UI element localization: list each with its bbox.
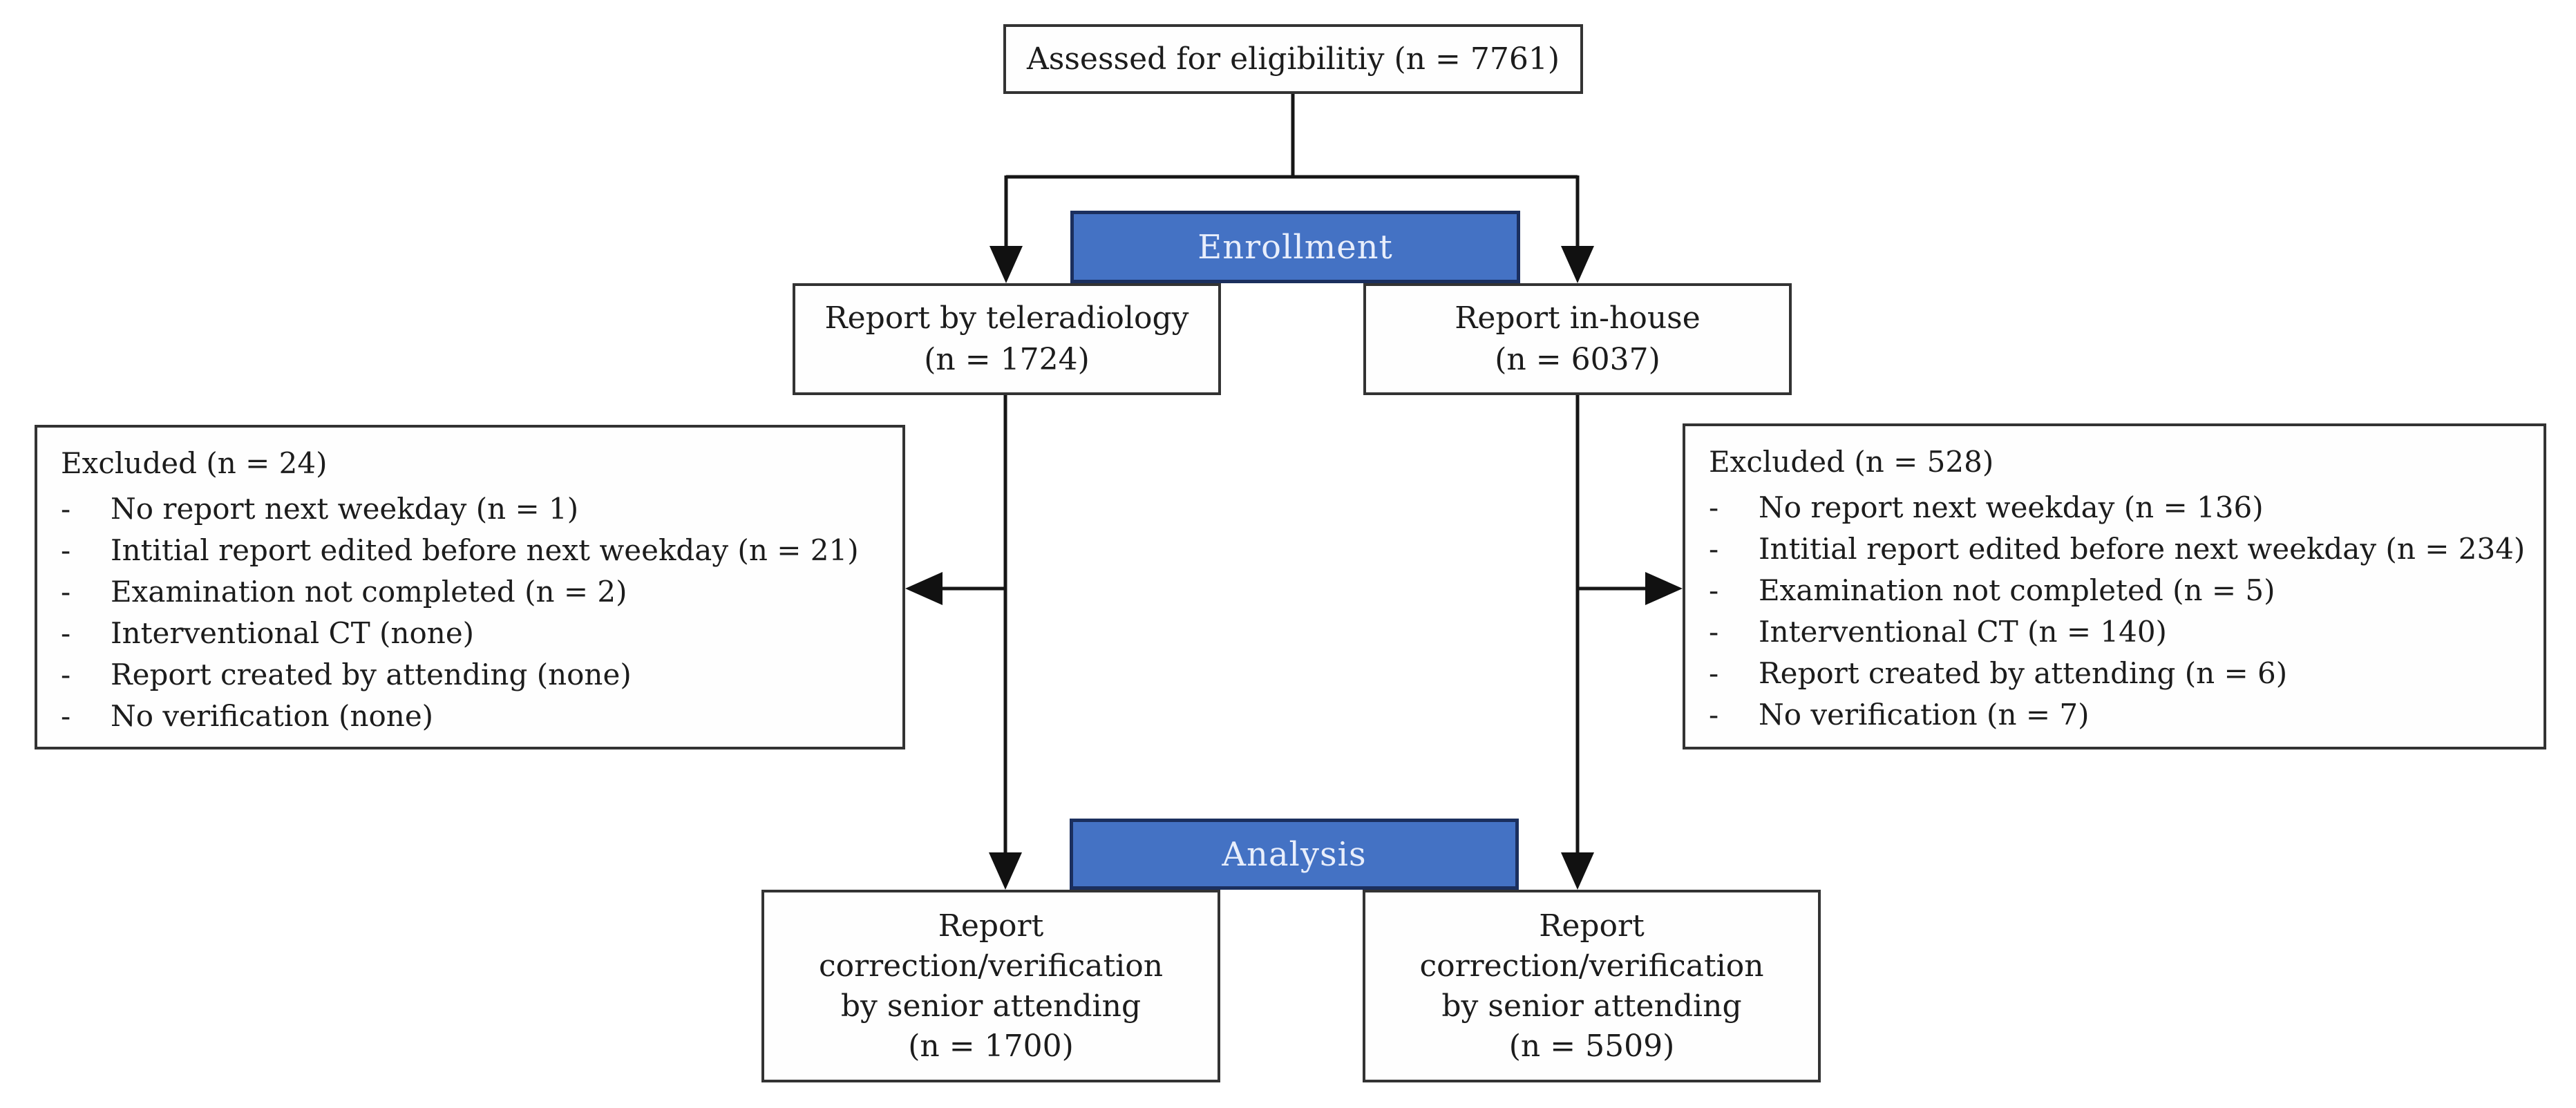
excluded-item-text: Report created by attending (n = 6) [1759, 656, 2288, 690]
excluded-item-text: No verification (none) [111, 699, 434, 733]
excluded-item: - Intitial report edited before next wee… [1709, 528, 2537, 570]
analysis-teleradiology-box: Report correction/verification by senior… [761, 890, 1220, 1082]
assessed-text: Assessed for eligibilitiy (n = 7761) [1026, 41, 1560, 77]
assessed-box: Assessed for eligibilitiy (n = 7761) [1003, 24, 1583, 94]
arrowhead-down-icon [989, 246, 1023, 283]
arrowhead-right-icon [1645, 572, 1683, 605]
excluded-item-text: Report created by attending (none) [111, 658, 632, 691]
excluded-teleradiology-box: Excluded (n = 24) - No report next weekd… [35, 425, 905, 749]
arrowhead-down-icon [1561, 246, 1594, 283]
excluded-item-text: Intitial report edited before next weekd… [1759, 532, 2526, 566]
bullet-dash-icon: - [61, 658, 71, 691]
excluded-item: - No report next weekday (n = 1) [61, 488, 896, 530]
excluded-item-text: Intitial report edited before next weekd… [111, 533, 859, 567]
analysis-inhouse-box: Report correction/verification by senior… [1363, 890, 1821, 1082]
bullet-dash-icon: - [61, 616, 71, 650]
excluded-item-text: Examination not completed (n = 2) [111, 575, 627, 609]
excluded-item: - Examination not completed (n = 2) [61, 571, 896, 613]
excluded-item: - Interventional CT (n = 140) [1709, 611, 2537, 653]
bullet-dash-icon: - [1709, 490, 1719, 524]
teleradiology-box: Report by teleradiology (n = 1724) [793, 283, 1221, 395]
bullet-dash-icon: - [1709, 698, 1719, 732]
bullet-dash-icon: - [61, 533, 71, 567]
excluded-item-text: Interventional CT (none) [111, 616, 475, 650]
analysis-box-line: by senior attending [840, 988, 1142, 1024]
inhouse-count: (n = 6037) [1495, 342, 1660, 377]
bullet-dash-icon: - [1709, 615, 1719, 649]
analysis-box-line: correction/verification [1419, 948, 1764, 984]
bullet-dash-icon: - [61, 492, 71, 526]
excluded-item-text: No report next weekday (n = 1) [111, 492, 579, 526]
arrowhead-left-icon [905, 572, 943, 605]
excluded-item: - No report next weekday (n = 136) [1709, 487, 2537, 528]
teleradiology-count: (n = 1724) [924, 342, 1090, 377]
excluded-item: - Report created by attending (none) [61, 654, 896, 696]
excluded-item-text: No verification (n = 7) [1759, 698, 2090, 732]
excluded-title: Excluded (n = 24) [61, 446, 328, 480]
analysis-banner: Analysis [1070, 819, 1519, 890]
analysis-box-line: Report [1539, 908, 1645, 944]
excluded-item: - Intitial report edited before next wee… [61, 530, 896, 571]
excluded-item: - Report created by attending (n = 6) [1709, 653, 2537, 694]
bullet-dash-icon: - [61, 575, 71, 609]
analysis-box-line: correction/verification [818, 948, 1164, 984]
inhouse-label: Report in-house [1455, 300, 1701, 336]
analysis-box-line: Report [938, 908, 1044, 944]
excluded-item-text: Interventional CT (n = 140) [1759, 615, 2167, 649]
excluded-inhouse-box: Excluded (n = 528) - No report next week… [1683, 423, 2546, 749]
bullet-dash-icon: - [1709, 532, 1719, 566]
enrollment-banner: Enrollment [1070, 211, 1520, 283]
excluded-item: - No verification (none) [61, 696, 896, 737]
bullet-dash-icon: - [1709, 656, 1719, 690]
arrowhead-down-icon [989, 852, 1022, 890]
excluded-item-text: Examination not completed (n = 5) [1759, 573, 2275, 607]
inhouse-box: Report in-house (n = 6037) [1363, 283, 1792, 395]
excluded-title: Excluded (n = 528) [1709, 445, 1994, 479]
arrowhead-down-icon [1561, 852, 1594, 890]
teleradiology-label: Report by teleradiology [824, 300, 1189, 336]
analysis-banner-label: Analysis [1222, 834, 1367, 874]
bullet-dash-icon: - [1709, 573, 1719, 607]
enrollment-banner-label: Enrollment [1197, 227, 1393, 267]
excluded-item-text: No report next weekday (n = 136) [1759, 490, 2264, 524]
analysis-box-line: by senior attending [1441, 988, 1742, 1024]
excluded-item: - Interventional CT (none) [61, 613, 896, 654]
excluded-item: - No verification (n = 7) [1709, 694, 2537, 736]
analysis-box-line: (n = 1700) [908, 1028, 1074, 1064]
excluded-item: - Examination not completed (n = 5) [1709, 570, 2537, 611]
analysis-box-line: (n = 5509) [1508, 1028, 1675, 1064]
bullet-dash-icon: - [61, 699, 71, 733]
